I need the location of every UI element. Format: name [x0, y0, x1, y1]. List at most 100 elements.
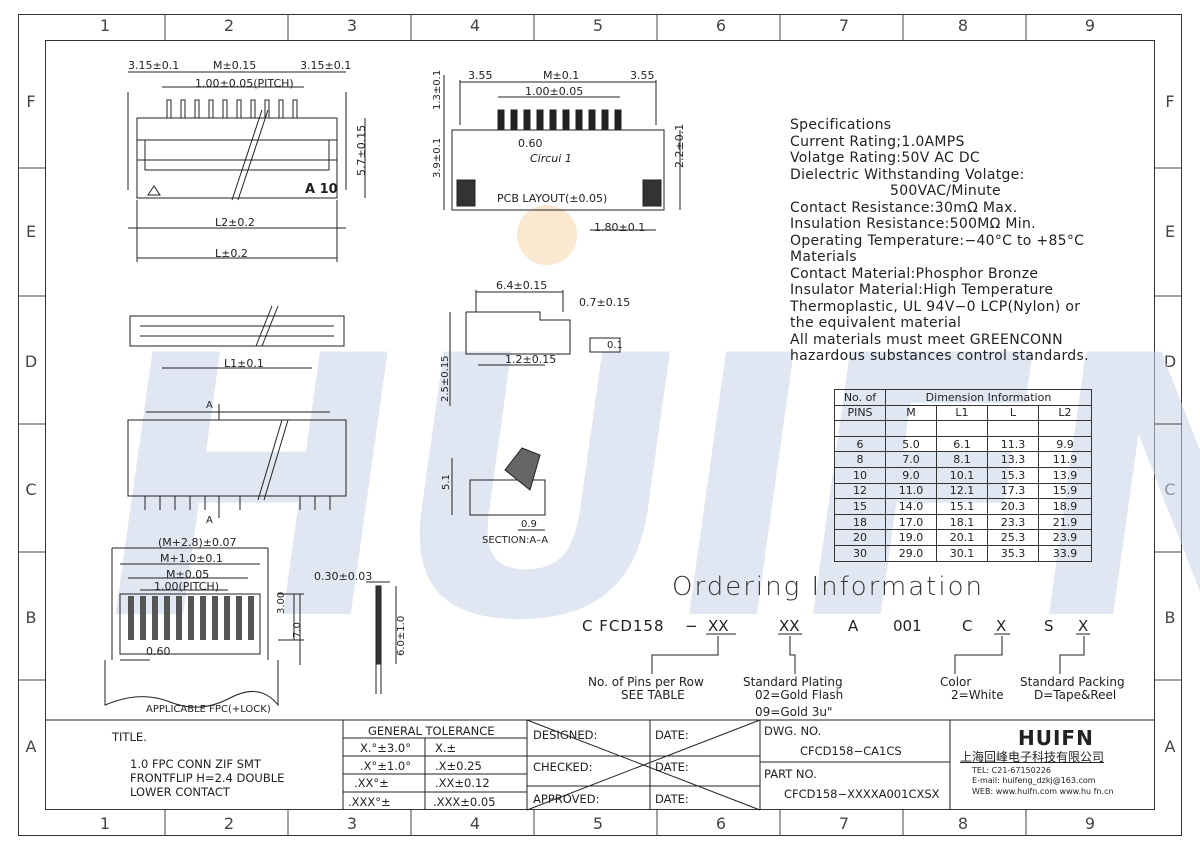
side-view-dim-foot: 1.2±0.15 — [505, 353, 557, 366]
pcb-dim-right: 3.55 — [630, 69, 655, 82]
section-view-outline — [451, 447, 546, 531]
title-line-3: LOWER CONTACT — [130, 785, 230, 799]
fpc-thickness-view — [366, 581, 397, 694]
company-name: 上海回峰电子科技有限公司 — [960, 750, 1105, 764]
part-no-value: CFCD158−XXXXA001CXSX — [784, 787, 940, 801]
zone-col-5-bottom: 5 — [592, 814, 604, 833]
title-block-lines — [45, 719, 1155, 811]
bottom-view-mark-a-bottom: A — [206, 515, 213, 526]
fpc-dim-pitch: 1.00(PITCH) — [154, 580, 219, 593]
table-col-head: L1 — [936, 404, 988, 422]
ordering-note-plating-2: 09=Gold 3u" — [755, 705, 833, 719]
tolerance-linear-2: .X±0.25 — [435, 759, 482, 773]
zone-col-4-bottom: 4 — [469, 814, 481, 833]
front-view-outline — [129, 305, 345, 369]
designed-label: DESIGNED: — [533, 728, 598, 742]
pcb-dim-side: 2.2±0.1 — [673, 123, 686, 168]
fpc-dim-3: 3.00 — [276, 591, 287, 614]
top-view-dim-l: L±0.2 — [215, 247, 248, 260]
zone-row-b-left: B — [25, 608, 37, 627]
spec-line: 500VAC/Minute — [890, 183, 1001, 199]
ordering-part-s: S — [1044, 617, 1054, 635]
ordering-part-plating: XX — [779, 617, 800, 635]
pcb-dim-pitch: 1.00±0.05 — [525, 85, 584, 98]
ordering-note-packing-1: D=Tape&Reel — [1034, 688, 1117, 702]
ordering-leaders — [651, 633, 1090, 674]
pcb-dim-m: M±0.1 — [543, 69, 580, 82]
zone-col-4-top: 4 — [469, 16, 481, 35]
tolerance-linear-3: .XX±0.12 — [435, 776, 490, 790]
zone-col-8-top: 8 — [957, 16, 969, 35]
designed-date-label: DATE: — [655, 728, 689, 742]
pcb-dim-top: 1.3±0.1 — [432, 69, 443, 110]
zone-col-2-top: 2 — [223, 16, 235, 35]
company-email: E-mail: huifeng_dzkj@163.com — [972, 776, 1096, 785]
pcb-dim-pad: 0.60 — [518, 137, 543, 150]
checked-label: CHECKED: — [533, 760, 593, 774]
zone-row-b-right: B — [1164, 608, 1176, 627]
top-view-dim-left: 3.15±0.1 — [128, 59, 180, 72]
zone-col-9-bottom: 9 — [1084, 814, 1096, 833]
bottom-view-mark-a-top: A — [206, 400, 213, 411]
title-line-2: FRONTFLIP H=2.4 DOUBLE — [130, 771, 285, 785]
zone-col-7-bottom: 7 — [838, 814, 850, 833]
zone-row-f-left: F — [26, 92, 36, 111]
table-col-head: L — [987, 404, 1039, 422]
front-view-dim-l1: L1±0.1 — [224, 357, 264, 370]
zone-col-8-bottom: 8 — [957, 814, 969, 833]
ordering-note-plating: Standard Plating — [743, 675, 843, 689]
spec-line: Dielectric Withstanding Volatge: — [790, 166, 1025, 183]
spec-line: Materials — [790, 249, 857, 265]
watermark-dot — [517, 205, 577, 265]
ordering-note-packing: Standard Packing — [1020, 675, 1125, 689]
top-view-dim-m: M±0.15 — [213, 59, 257, 72]
tolerance-linear-4: .XXX±0.05 — [433, 795, 496, 809]
zone-row-e-left: E — [25, 222, 37, 241]
zone-col-7-top: 7 — [838, 16, 850, 35]
zone-row-a-right: A — [1164, 737, 1176, 756]
zone-row-a-left: A — [25, 737, 37, 756]
spec-line: Operating Temperature:−40°C to +85°C — [790, 232, 1085, 249]
tolerance-angle-4: .XXX°± — [348, 795, 391, 809]
zone-row-d-left: D — [24, 352, 38, 371]
pcb-layout-outline — [443, 75, 681, 231]
side-view-dim-lip: 0.7±0.15 — [579, 296, 631, 309]
section-dim-w: 0.9 — [521, 519, 537, 530]
ordering-part-dash: − — [685, 617, 698, 635]
pcb-dim-left: 3.55 — [468, 69, 493, 82]
drawing-border-inner — [45, 40, 1155, 810]
side-view-dim-width: 6.4±0.15 — [496, 279, 548, 292]
zone-row-c-right: C — [1164, 480, 1176, 499]
title-line-1: 1.0 FPC CONN ZIF SMT — [130, 757, 261, 771]
approved-date-label: DATE: — [655, 792, 689, 806]
spec-line: Insulation Resistance:500MΩ Min. — [790, 216, 1036, 232]
tolerance-heading: GENERAL TOLERANCE — [368, 724, 495, 738]
spec-line: All materials must meet GREENCONN — [790, 331, 1063, 348]
zone-col-3-bottom: 3 — [346, 814, 358, 833]
zone-ticks — [18, 14, 1182, 836]
pcb-dim-bottom: 1.80±0.1 — [594, 221, 646, 234]
dimension-table: No. of Dimension Information PINS M L1 L… — [834, 389, 1092, 562]
pcb-layout-title: PCB LAYOUT(±0.05) — [497, 192, 608, 205]
ordering-part-pins: XX — [708, 617, 729, 635]
spec-line: Current Rating;1.0AMPS — [790, 133, 965, 150]
top-view-pins — [166, 99, 298, 119]
section-dim-h: 5.1 — [441, 474, 452, 490]
fpc-view-outline — [104, 547, 304, 708]
company-web: WEB: www.huifn.com www.hu fn.cn — [972, 787, 1114, 796]
zone-row-e-right: E — [1164, 222, 1176, 241]
fpc-title: APPLICABLE FPC(+LOCK) — [146, 704, 271, 715]
ordering-part-a: A — [848, 617, 859, 635]
ordering-part-c: C — [962, 617, 973, 635]
top-view-dim-height: 5.7±0.15 — [355, 124, 368, 176]
fpc-dim-m1: M+1.0±0.1 — [160, 552, 223, 565]
top-view-outline — [127, 71, 366, 262]
